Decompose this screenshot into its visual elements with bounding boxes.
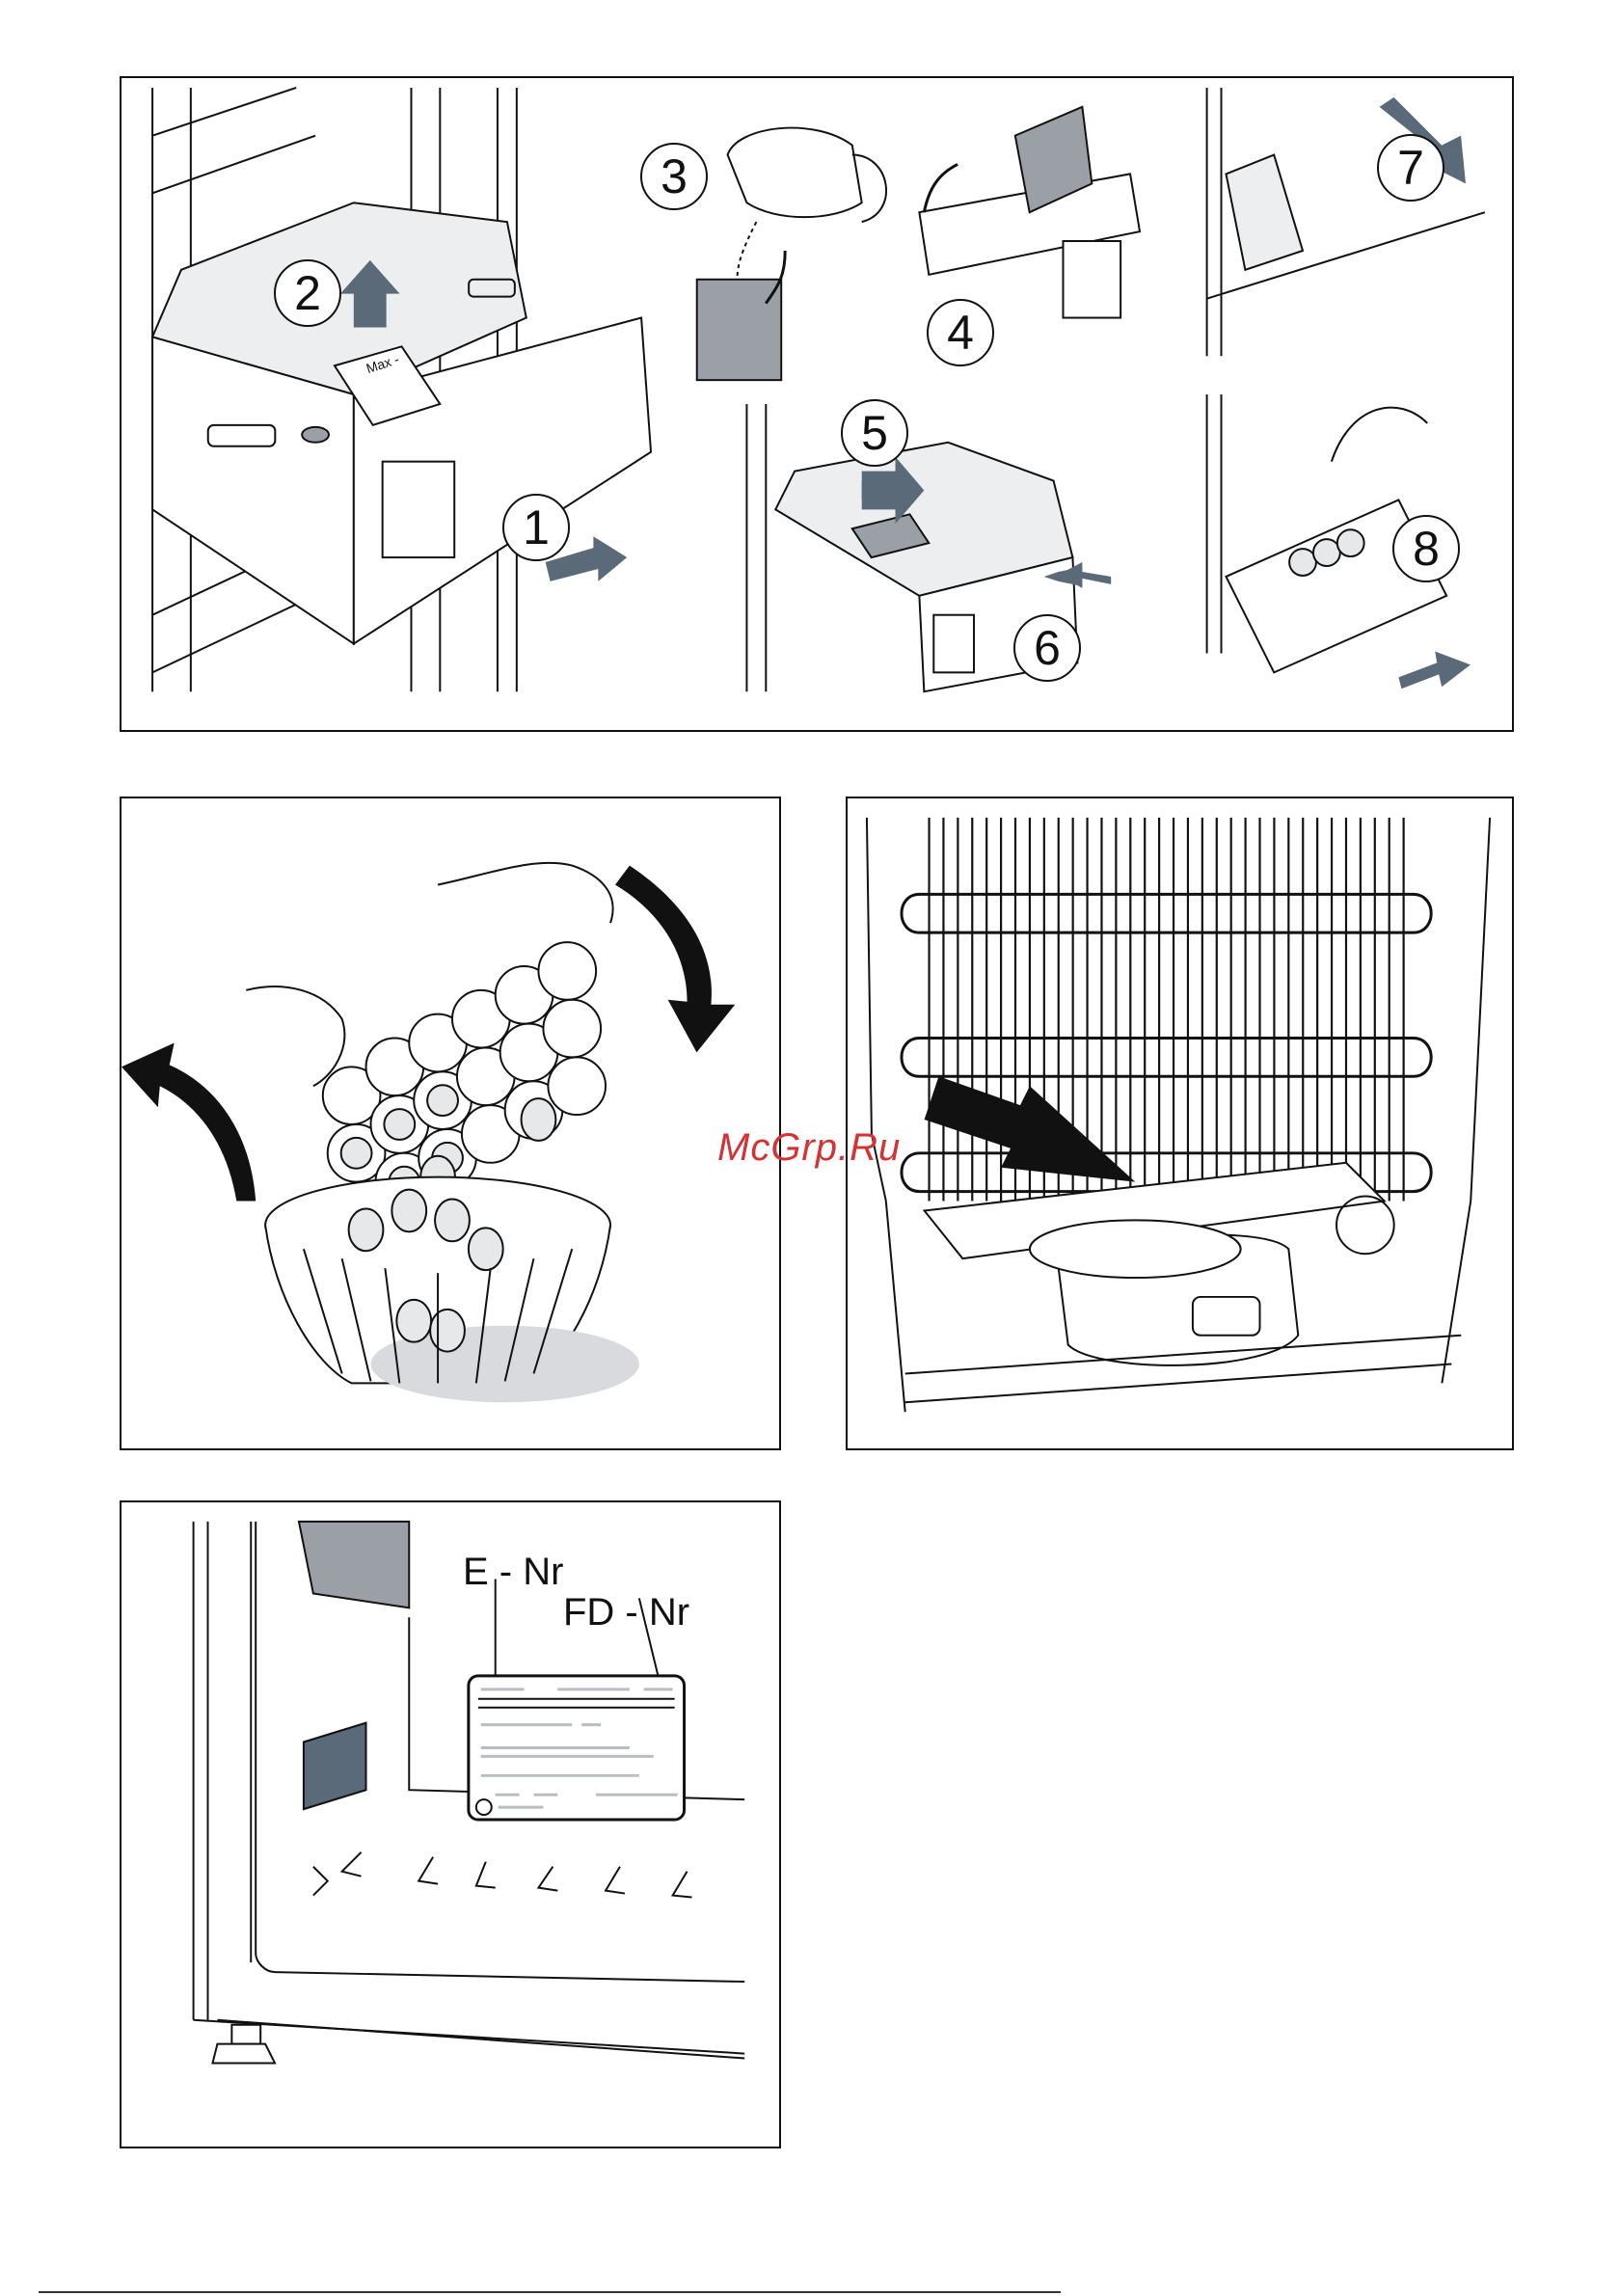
- ice-tray-steps-panel: Max -: [120, 76, 1514, 732]
- rear-condenser-illustration: [848, 798, 1512, 1448]
- ice-tray-illustration: Max -: [121, 78, 1512, 730]
- watermark: McGrp.Ru: [717, 1126, 901, 1170]
- ice-release-panel: [120, 797, 781, 1450]
- step-4-badge: 4: [927, 299, 994, 366]
- e-nr-label: E - Nr: [463, 1551, 563, 1594]
- step-8-badge: 8: [1392, 515, 1460, 582]
- appliance-rear-panel: [846, 797, 1514, 1450]
- step-2-badge: 2: [274, 259, 341, 327]
- step-6-badge: 6: [1013, 614, 1081, 682]
- fd-nr-label: FD - Nr: [563, 1591, 689, 1634]
- step-7-badge: 7: [1377, 134, 1444, 202]
- page-bottom-rule: [39, 2291, 1061, 2293]
- step-3-badge: 3: [640, 143, 708, 210]
- step-5-badge: 5: [841, 399, 908, 467]
- step-1-badge: 1: [502, 494, 570, 561]
- ice-release-illustration: [121, 798, 779, 1448]
- rating-plate-panel: E - Nr FD - Nr: [120, 1500, 781, 2148]
